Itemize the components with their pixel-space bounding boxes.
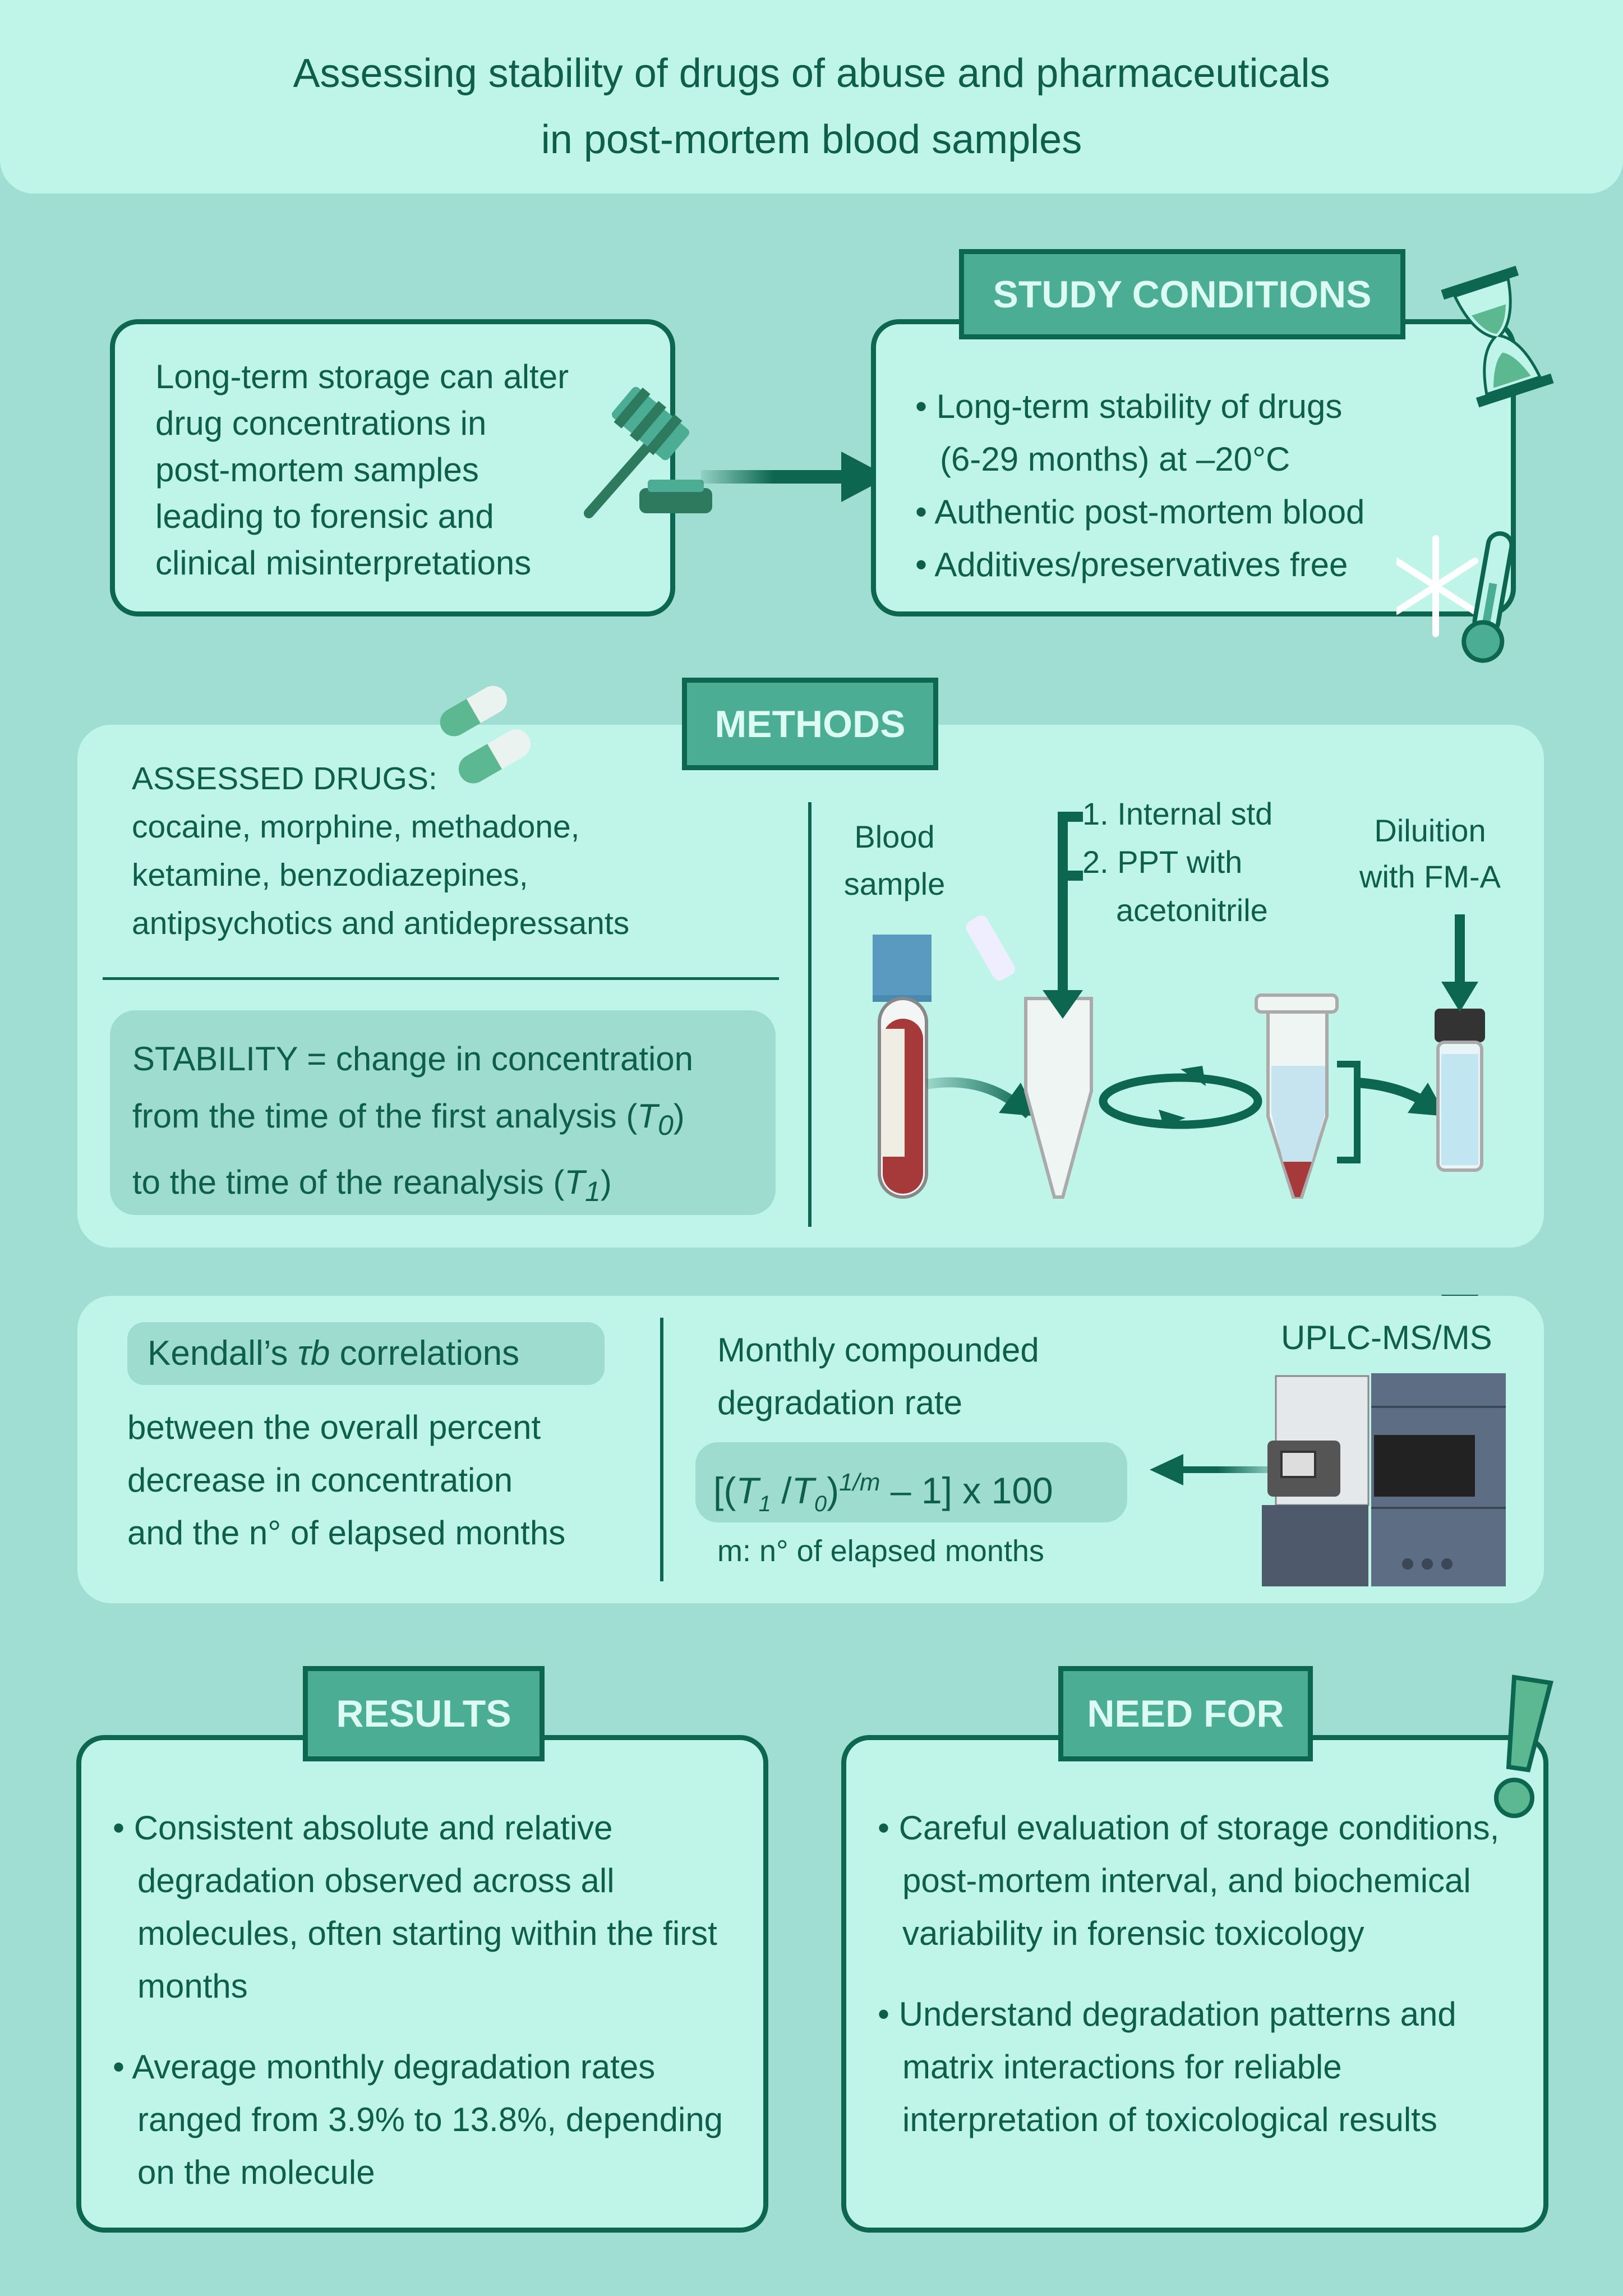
- pills-icon: [440, 685, 531, 784]
- intro-box: Long-term storage can alter drug concent…: [110, 319, 675, 616]
- need-for-label: NEED FOR: [1058, 1666, 1313, 1761]
- results-label: RESULTS: [303, 1666, 545, 1761]
- divider: [103, 977, 779, 980]
- assessed-drugs: ASSESSED DRUGS: cocaine, morphine, metha…: [132, 754, 629, 947]
- need-for-box: • Careful evaluation of storage conditio…: [841, 1735, 1548, 2233]
- title-line-2: in post-mortem blood samples: [541, 117, 1082, 162]
- step-2: 2. PPT with: [1082, 844, 1243, 880]
- stability-line: to the time of the reanalysis (T1): [132, 1163, 612, 1207]
- blood-tube-icon: [873, 935, 932, 1199]
- divider-vertical: [808, 802, 811, 1227]
- exclamation-icon: [1494, 1674, 1553, 1818]
- drugs-line: cocaine, morphine, methadone,: [132, 809, 580, 845]
- results-box: • Consistent absolute and relative degra…: [76, 1735, 768, 2233]
- arrow-right-icon: [701, 452, 889, 502]
- divider-vertical: [660, 1318, 663, 1581]
- step-labels: 1. Internal std 2. PPT with acetonitrile: [1082, 790, 1272, 935]
- study-item: • Authentic post-mortem blood: [915, 493, 1365, 531]
- drugs-line: ketamine, benzodiazepines,: [132, 857, 528, 893]
- need-item: • Understand degradation patterns and ma…: [878, 1995, 1456, 2138]
- title-banner: Assessing stability of drugs of abuse an…: [0, 0, 1623, 194]
- stability-line: STABILITY = change in concentration: [132, 1040, 694, 1078]
- empty-tube-icon: [966, 915, 1093, 1199]
- results-item: • Average monthly degradation rates rang…: [113, 2048, 723, 2191]
- intro-line: Long-term storage can alter: [155, 358, 569, 395]
- study-item: • Long-term stability of drugs(6-29 mont…: [915, 388, 1343, 478]
- title-line-1: Assessing stability of drugs of abuse an…: [293, 51, 1330, 96]
- stability-definition: STABILITY = change in concentration from…: [110, 1010, 776, 1215]
- step-1: 1. Internal std: [1082, 796, 1273, 831]
- formula-box: [(T1 /T0)1/m – 1] x 100: [695, 1442, 1127, 1522]
- hourglass-icon: [1441, 265, 1554, 408]
- intro-line: leading to forensic and: [155, 498, 494, 535]
- need-item: • Careful evaluation of storage conditio…: [878, 1809, 1500, 1952]
- gavel-icon: [584, 386, 712, 518]
- intro-line: drug concentrations in: [155, 404, 487, 442]
- study-item: • Additives/preservatives free: [915, 546, 1348, 583]
- vial-icon: [1435, 1009, 1485, 1172]
- centrifuged-tube-icon: [1255, 993, 1339, 1199]
- intro-line: clinical misinterpretations: [155, 544, 532, 582]
- stability-line: from the time of the first analysis (T0): [132, 1097, 685, 1141]
- study-conditions-box: • Long-term stability of drugs(6-29 mont…: [871, 319, 1516, 616]
- intro-line: post-mortem samples: [155, 451, 479, 489]
- drugs-line: antipsychotics and antidepressants: [132, 905, 630, 941]
- step-2-cont: acetonitrile: [1116, 892, 1268, 928]
- assessed-drugs-heading: ASSESSED DRUGS:: [132, 761, 437, 797]
- results-item: • Consistent absolute and relative degra…: [113, 1809, 717, 2005]
- methods-label: METHODS: [682, 678, 938, 770]
- arrow-left-icon: [1150, 1454, 1279, 1485]
- study-conditions-label: STUDY CONDITIONS: [959, 249, 1405, 339]
- uplc-ms-instrument-icon: [1262, 1373, 1506, 1586]
- instrument-label: UPLC-MS/MS: [1281, 1319, 1492, 1356]
- kendall-pill: Kendall’s τb correlations: [127, 1322, 605, 1385]
- m-note: m: n° of elapsed months: [717, 1534, 1044, 1568]
- snowflake-thermometer-icon: [1396, 531, 1514, 663]
